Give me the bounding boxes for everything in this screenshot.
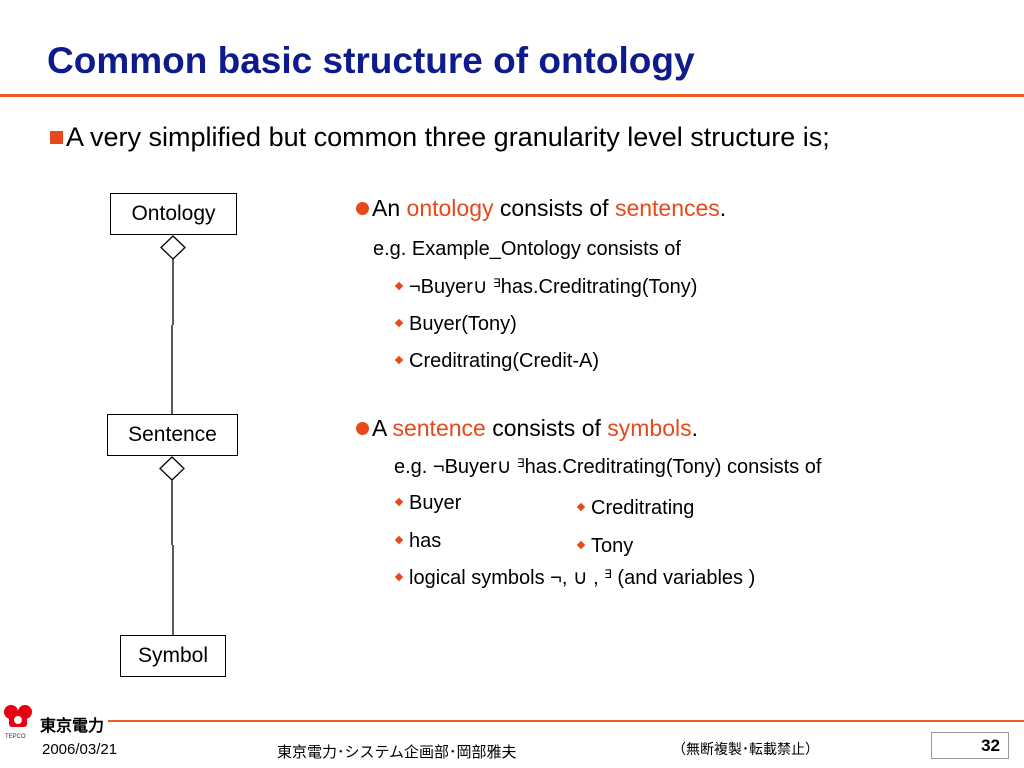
- circle-bullet-icon: [356, 202, 369, 215]
- footer-notice: （無断複製･転載禁止）: [672, 741, 819, 757]
- diamond-bullet-icon: [394, 355, 404, 365]
- diamond-bullet-icon: [394, 572, 404, 582]
- main-bullet-text: A very simplified but common three granu…: [66, 122, 830, 152]
- logo-text: 東京電力: [40, 718, 105, 735]
- diamond-bullet-icon: [576, 502, 586, 512]
- diamond-bullet-icon: [394, 281, 404, 291]
- list-item: Tony: [576, 534, 633, 558]
- list-item: logical symbols ¬, ∪ , ∃ (and variables …: [394, 566, 755, 590]
- list-item: has: [394, 529, 441, 553]
- symbol-box: Symbol: [120, 635, 226, 677]
- diagram-connectors: [159, 235, 186, 635]
- sentence-point: A sentence consists of symbols.: [356, 415, 698, 443]
- footer-divider: [108, 720, 1024, 722]
- list-item: Creditrating(Credit-A): [394, 349, 599, 373]
- ontology-point: An ontology consists of sentences.: [356, 195, 726, 223]
- title-divider: [0, 94, 1024, 97]
- aggregation-diamond-icon: [160, 235, 186, 260]
- footer-date: 2006/03/21: [42, 741, 118, 758]
- aggregation-diamond-icon: [159, 456, 185, 481]
- list-item: Buyer(Tony): [394, 312, 517, 336]
- diamond-bullet-icon: [576, 540, 586, 550]
- list-item: Buyer: [394, 491, 461, 515]
- page-number: 32: [931, 732, 1009, 759]
- ontology-example: e.g. Example_Ontology consists of: [373, 238, 681, 260]
- square-bullet-icon: [50, 131, 63, 144]
- main-bullet: A very simplified but common three granu…: [50, 120, 830, 155]
- tepco-logo-icon: [4, 705, 32, 727]
- list-item: Creditrating: [576, 496, 694, 520]
- sentence-example: e.g. ¬Buyer∪ ∃has.Creditrating(Tony) con…: [394, 456, 822, 478]
- sentence-box: Sentence: [107, 414, 238, 456]
- footer-organization: 東京電力･システム企画部･岡部雅夫: [277, 744, 517, 761]
- ontology-box: Ontology: [110, 193, 237, 235]
- slide-title: Common basic structure of ontology: [47, 40, 695, 81]
- diamond-bullet-icon: [394, 318, 404, 328]
- logo-subtext: TEPCO: [5, 734, 26, 740]
- diamond-bullet-icon: [394, 497, 404, 507]
- circle-bullet-icon: [356, 422, 369, 435]
- list-item: ¬Buyer∪ ∃has.Creditrating(Tony): [394, 275, 697, 299]
- diamond-bullet-icon: [394, 535, 404, 545]
